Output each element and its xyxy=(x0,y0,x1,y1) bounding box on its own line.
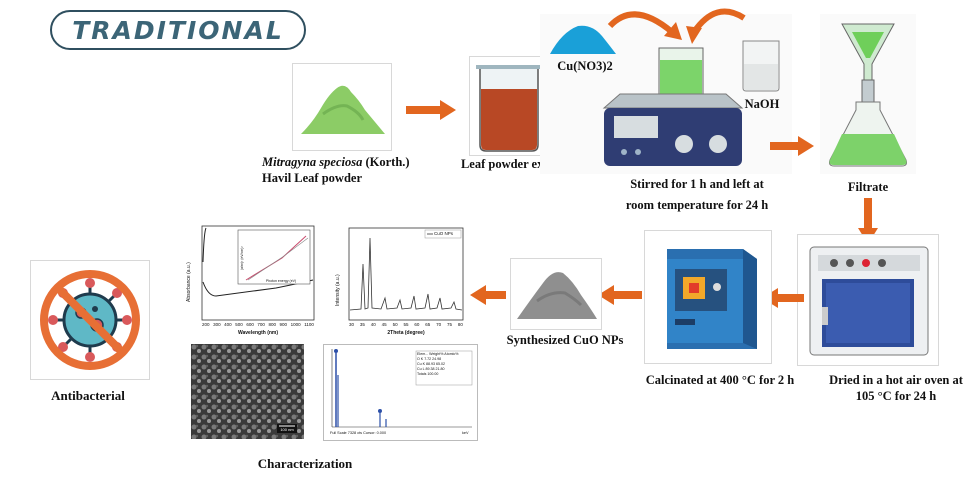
uv-xtick: 1000 xyxy=(290,322,301,327)
uv-xtick: 1100 xyxy=(304,322,314,327)
xrd-xtick: 40 xyxy=(370,322,376,327)
uv-xtick: 600 xyxy=(246,322,254,327)
uv-xtick: 300 xyxy=(213,322,221,327)
uv-inset-ylabel: (αhν)² (eV/cm)² xyxy=(240,246,244,270)
uv-inset-xlabel: Photon energy (eV) xyxy=(265,279,297,283)
xrd-xtick: 70 xyxy=(436,322,442,327)
xrd-plot: CuO NPs Intensity (a.u.) 30 35 40 45 50 … xyxy=(333,224,467,338)
edx-row: Cu K 88.93 65.02 xyxy=(417,362,445,366)
leaf-powder-label: Mitragyna speciosa (Korth.) Havil Leaf p… xyxy=(262,154,438,186)
uv-xtick: 700 xyxy=(257,322,265,327)
curved-arrows-icon xyxy=(607,8,746,44)
stirred-line1: Stirred for 1 h and left at xyxy=(630,177,764,191)
xrd-xtick: 30 xyxy=(349,322,355,327)
uv-xtick: 500 xyxy=(235,322,243,327)
filtration-setup-icon xyxy=(829,23,907,167)
badge-text: TRADITIONAL xyxy=(72,15,284,45)
antibacterial-label: Antibacterial xyxy=(51,388,125,403)
traditional-badge: TRADITIONAL xyxy=(50,10,306,50)
edx-chart xyxy=(331,349,473,428)
leaf-extract-panel xyxy=(469,56,549,156)
hot-air-oven-panel xyxy=(797,234,939,366)
edx-table: Elem... Weight% Atomic% O K 7.72 24.98 C… xyxy=(417,352,473,377)
magnetic-stirrer-icon xyxy=(602,93,744,166)
cu-nitrate-label: Cu(NO3)2 xyxy=(550,58,620,74)
xrd-xtick: 45 xyxy=(381,322,387,327)
hot-air-oven-icon xyxy=(809,246,929,356)
cuo-np-pile-icon xyxy=(517,272,597,319)
filtrate-panel xyxy=(820,14,916,174)
uv-xlabel: Wavelength (nm) xyxy=(237,330,279,336)
furnace-panel xyxy=(644,230,772,364)
xrd-xtick: 60 xyxy=(414,322,420,327)
dried-line2: 105 °C for 24 h xyxy=(855,389,937,403)
uv-vis-chart xyxy=(201,225,315,321)
arrow-down-icon xyxy=(858,198,878,244)
no-bacteria-icon xyxy=(40,270,140,370)
sem-scale-bar: 100 nm xyxy=(280,427,294,432)
naoh-label: NaOH xyxy=(744,97,780,111)
edx-row: Cu L 89.38 21.80 xyxy=(417,367,445,371)
edx-footer: Full Scale 7328 cts Cursor: 0.000 xyxy=(330,431,387,435)
edx-unit: keV xyxy=(462,431,469,435)
muffle-furnace-icon xyxy=(667,249,757,349)
sem-texture xyxy=(191,344,304,439)
sem-image: 100 nm xyxy=(191,344,304,439)
cu-nitrate-text: Cu(NO3)2 xyxy=(557,59,613,73)
dried-label: Dried in a hot air oven at 105 °C for 24… xyxy=(826,372,966,404)
arrow-right-icon xyxy=(770,136,814,156)
uv-xtick: 400 xyxy=(224,322,232,327)
xrd-legend: CuO NPs xyxy=(434,231,454,236)
uv-ylabel: Absorbance (a.u.) xyxy=(186,262,192,302)
xrd-xticks: 30 35 40 45 50 55 60 65 70 75 80 xyxy=(349,322,463,327)
uv-xtick: 200 xyxy=(202,322,210,327)
leaf-powder-panel xyxy=(292,63,392,151)
cu-nitrate-pile-icon xyxy=(550,25,616,54)
xrd-xtick: 65 xyxy=(425,322,431,327)
filtrate-label: Filtrate xyxy=(847,180,889,194)
characterization-label: Characterization xyxy=(257,456,353,471)
leaf-powder-pile-icon xyxy=(301,85,385,134)
uv-xtick: 800 xyxy=(268,322,276,327)
calcinated-label: Calcinated at 400 °C for 2 h xyxy=(645,373,795,387)
cuo-np-panel xyxy=(510,258,602,330)
xrd-xtick: 80 xyxy=(457,322,463,327)
arrow-left-icon xyxy=(470,285,506,305)
antibacterial-panel xyxy=(30,260,150,380)
arrow-right-icon xyxy=(406,100,456,120)
naoh-beaker-icon xyxy=(742,40,780,92)
leaf-powder-line2: Havil Leaf powder xyxy=(262,171,362,185)
edx-row: O K 7.72 24.98 xyxy=(417,357,442,361)
stirred-line2: room temperature for 24 h xyxy=(625,198,769,212)
xrd-ylabel: Intensity (a.u.) xyxy=(335,274,341,306)
edx-table-header: Elem... Weight% Atomic% xyxy=(417,352,459,356)
edx-spectrum: Elem... Weight% Atomic% O K 7.72 24.98 C… xyxy=(323,344,478,441)
xrd-chart xyxy=(348,227,464,321)
arrow-left-icon xyxy=(598,285,642,305)
arrow-left-icon xyxy=(762,288,804,308)
leaf-species-name: Mitragyna speciosa xyxy=(262,155,363,169)
xrd-xlabel: 2Theta (degree) xyxy=(387,330,425,336)
xrd-xtick: 75 xyxy=(447,322,453,327)
xrd-xtick: 55 xyxy=(403,322,409,327)
uv-vis-plot: Absorbance (a.u.) 200 300 400 500 600 70… xyxy=(186,222,320,338)
leaf-species-author: (Korth.) xyxy=(362,155,410,169)
xrd-xtick: 35 xyxy=(359,322,365,327)
dried-line1: Dried in a hot air oven at xyxy=(829,373,963,387)
uv-xticks: 200 300 400 500 600 700 800 900 1000 110… xyxy=(202,322,314,330)
synthesized-label: Synthesized CuO NPs xyxy=(506,333,624,347)
beaker-extract-icon xyxy=(476,65,542,152)
stirred-label: Stirred for 1 h and left at room tempera… xyxy=(608,176,786,218)
edx-row: Totals 100.00 xyxy=(417,372,439,376)
uv-xtick: 900 xyxy=(279,322,288,327)
xrd-xtick: 50 xyxy=(392,322,398,327)
